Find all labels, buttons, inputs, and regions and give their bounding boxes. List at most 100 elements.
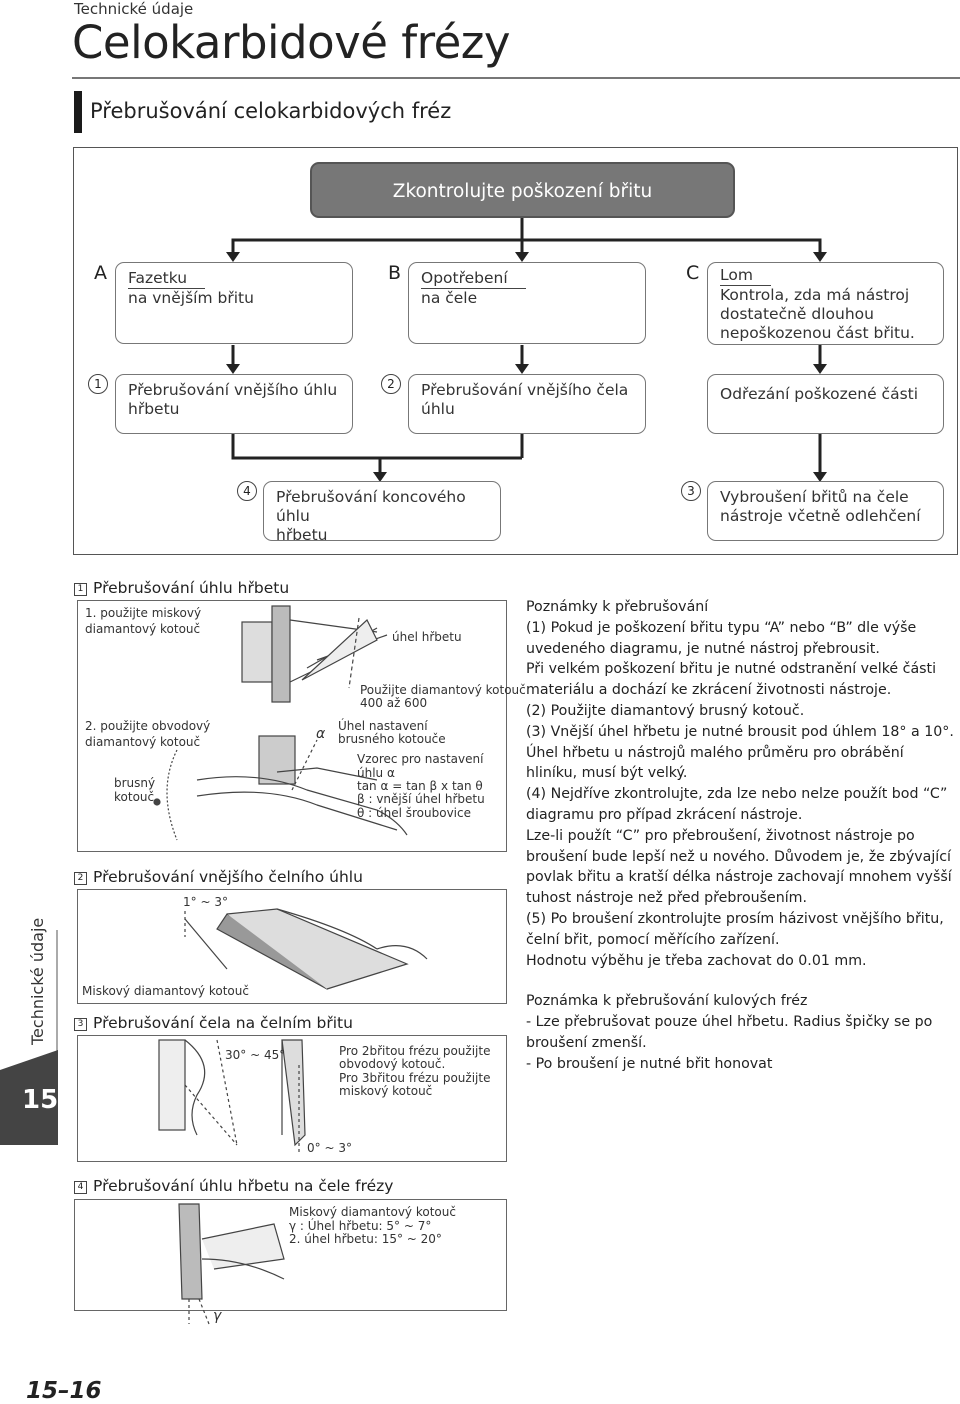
notes-p2: Při velkém poškození břitu je nutné odst… xyxy=(526,661,937,699)
sub1-grind2: kotouč xyxy=(114,790,155,804)
side-label: Technické údaje xyxy=(28,917,47,1045)
notes-p1: (1) Pokud je poškození břitu typu “A” ne… xyxy=(526,619,917,657)
label-a: A xyxy=(94,262,107,284)
box-r5-line1: Vybroušení břitů na čele xyxy=(720,488,909,506)
sub4-num: 4 xyxy=(74,1181,87,1194)
sub1-title: Přebrušování úhlu hřbetu xyxy=(93,579,290,597)
box-r1-line1: Přebrušování vnějšího úhlu xyxy=(128,381,338,399)
circle-num-2: 2 xyxy=(381,374,401,394)
notes-title: Poznámky k přebrušování xyxy=(526,599,709,615)
sub1-l3: 2. použijte obvodový xyxy=(85,719,211,733)
sub3-title: Přebrušování čela na čelním břitu xyxy=(93,1014,353,1032)
box-b-line2: na čele xyxy=(421,289,478,307)
sub1-l4: diamantový kotouč xyxy=(85,735,201,749)
circle-num-4: 4 xyxy=(237,481,257,501)
circle-num-1: 1 xyxy=(88,374,108,394)
sub1-alpha: α xyxy=(316,726,326,742)
sub1-f4: β : vnější úhel hřbetu xyxy=(357,792,485,806)
sub1-use2: 400 až 600 xyxy=(360,696,428,710)
sub3-panel xyxy=(77,1035,507,1162)
notes-q2: - Po broušení je nutné břit honovat xyxy=(526,1055,773,1072)
sub1-f3: tan α = tan β x tan θ xyxy=(357,779,483,793)
flow-box-row2-mid: Přebrušování vnějšího čela úhlu xyxy=(408,374,646,434)
notes-p8: (5) Po broušení zkontrolujte prosím házi… xyxy=(526,910,944,948)
sub4-diagram xyxy=(178,1203,285,1325)
sub2-angle: 1° ~ 3° xyxy=(183,895,228,909)
sub2-heading: 2 Přebrušování vnějšího čelního úhlu xyxy=(74,868,363,886)
label-c: C xyxy=(686,262,700,284)
sub1-set2: brusného kotouče xyxy=(338,732,446,746)
sub4-t3: 2. úhel hřbetu: 15° ~ 20° xyxy=(289,1232,442,1246)
flowchart-connectors xyxy=(226,218,827,482)
page-title: Celokarbidové frézy xyxy=(72,16,511,69)
notes-title2: Poznámka k přebrušování kulových fréz xyxy=(526,993,808,1010)
section-bar xyxy=(74,91,82,133)
sub1-use1: Použijte diamantový kotouč xyxy=(360,683,526,697)
sub1-panel xyxy=(77,600,507,852)
sub2-title: Přebrušování vnějšího čelního úhlu xyxy=(93,868,363,886)
box-r5-line2: nástroje včetně odlehčení xyxy=(720,507,921,525)
box-a-line1: Fazetku xyxy=(128,269,206,289)
box-a-line2: na vnějším břitu xyxy=(128,289,254,307)
header-category: Technické údaje xyxy=(74,0,194,18)
sub1-l2: diamantový kotouč xyxy=(85,622,201,636)
title-rule xyxy=(72,77,960,79)
sub1-f1: Vzorec pro nastavení xyxy=(357,752,484,766)
notes-block: Poznámky k přebrušování (1) Pokud je poš… xyxy=(526,597,956,1075)
sub3-heading: 3 Přebrušování čela na čelním břitu xyxy=(74,1014,353,1032)
sub3-t3: Pro 3břitou frézu použijte xyxy=(339,1071,491,1085)
box-c-line4: nepoškozenou část břitu. xyxy=(720,324,915,342)
sub4-heading: 4 Přebrušování úhlu hřbetu na čele frézy xyxy=(74,1177,393,1195)
sub1-angle: úhel hřbetu xyxy=(392,630,462,644)
sub3-t4: miskový kotouč xyxy=(339,1084,433,1098)
circle-num-3: 3 xyxy=(681,481,701,501)
chapter-number: 15 xyxy=(22,1085,59,1115)
flow-box-row3-right: Vybroušení břitů na čele nástroje včetně… xyxy=(707,481,944,541)
chapter-tab xyxy=(0,930,58,1145)
sub4-gamma: γ xyxy=(213,1308,222,1324)
box-r2-line2: úhlu xyxy=(421,400,455,418)
section-title: Přebrušování celokarbidových fréz xyxy=(90,99,452,123)
box-r4-line1: Přebrušování koncového úhlu xyxy=(276,488,466,525)
box-r4-line2: hřbetu xyxy=(276,526,328,544)
flow-box-c: Lom Kontrola, zda má nástroj dostatečně … xyxy=(707,262,944,345)
sub2-num: 2 xyxy=(74,872,87,885)
sub4-t1: Miskový diamantový kotouč xyxy=(289,1205,456,1219)
notes-p7: Lze-li použít “C” pro přebroušení, život… xyxy=(526,827,952,907)
flow-box-row3-left: Přebrušování koncového úhlu hřbetu xyxy=(263,481,501,544)
sub3-diagram xyxy=(158,1039,306,1155)
sub2-diagram xyxy=(184,908,428,990)
box-r2-line1: Přebrušování vnějšího čela xyxy=(421,381,629,399)
sub1-grind1: brusný xyxy=(114,776,156,790)
notes-q1: - Lze přebrušovat pouze úhel hřbetu. Rad… xyxy=(526,1014,933,1051)
sub4-title: Přebrušování úhlu hřbetu na čele frézy xyxy=(93,1177,394,1195)
sub4-panel xyxy=(74,1199,507,1311)
sub3-t1: Pro 2břitou frézu použijte xyxy=(339,1044,491,1058)
notes-p5: Úhel hřbetu u nástrojů malého průměru pr… xyxy=(526,744,904,782)
label-b: B xyxy=(388,262,402,284)
sub1-heading: 1 Přebrušování úhlu hřbetu xyxy=(74,579,289,597)
sub1-num: 1 xyxy=(74,583,87,596)
sub1-set1: Úhel nastavení xyxy=(338,719,428,733)
flow-box-a: Fazetku na vnějším břitu xyxy=(115,262,353,344)
sub4-t2: γ : Úhel hřbetu: 5° ~ 7° xyxy=(289,1219,432,1233)
box-r3-line1: Odřezání poškozené části xyxy=(720,385,919,403)
notes-p9: Hodnotu výběhu je třeba zachovat do 0.01… xyxy=(526,952,867,969)
box-r1-line2: hřbetu xyxy=(128,400,180,418)
sub3-angle1: 30° ~ 45° xyxy=(225,1048,286,1062)
flow-header-box: Zkontrolujte poškození břitu xyxy=(310,162,735,218)
notes-p3: (2) Použijte diamantový brusný kotouč. xyxy=(526,702,805,719)
box-c-line3: dostatečně dlouhou xyxy=(720,305,874,323)
box-c-line1: Lom xyxy=(720,266,771,286)
sub3-num: 3 xyxy=(74,1018,87,1031)
sub1-diagram xyxy=(153,605,408,841)
flow-box-row2-right: Odřezání poškozené části xyxy=(707,374,944,434)
notes-p4: (3) Vnější úhel hřbetu je nutné brousit … xyxy=(526,723,954,740)
sub1-l1: 1. použijte miskový xyxy=(85,606,202,620)
box-b-line1: Opotřebení xyxy=(421,269,526,289)
sub1-f2: úhlu α xyxy=(357,766,395,780)
sub2-panel xyxy=(77,889,507,1004)
sub3-t2: obvodový kotouč. xyxy=(339,1057,446,1071)
sub3-angle2: 0° ~ 3° xyxy=(307,1141,352,1155)
notes-p6: (4) Nejdříve zkontrolujte, zda lze nebo … xyxy=(526,786,948,823)
